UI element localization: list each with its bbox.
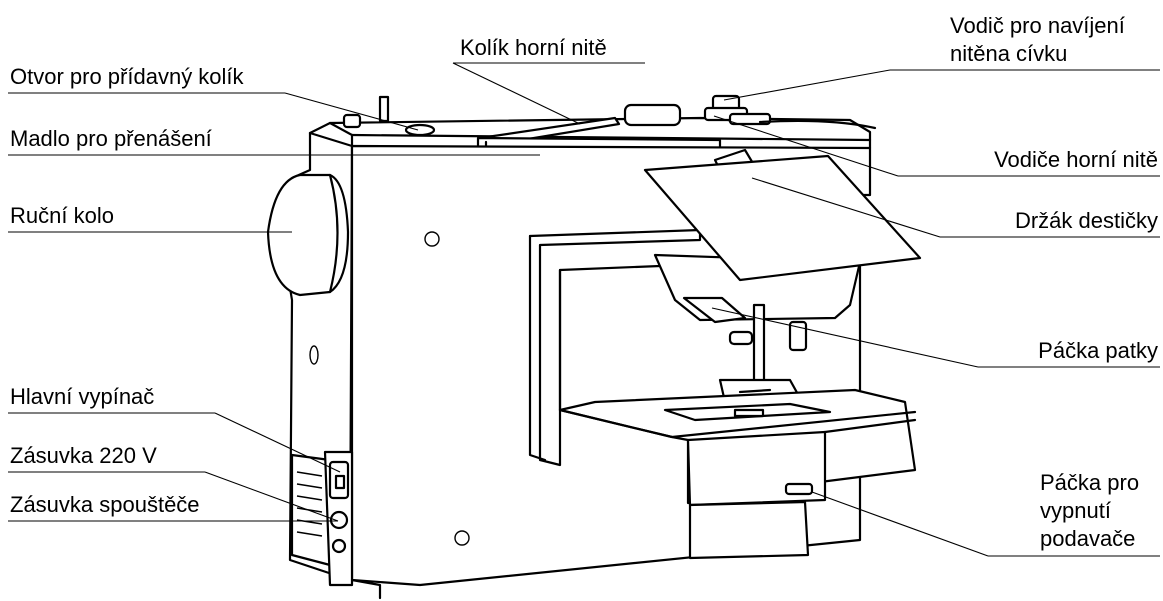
label-bobbin-winder-line2: nitěna cívku	[950, 41, 1068, 66]
socket-220v	[329, 510, 349, 530]
plate	[643, 154, 922, 282]
label-socket-220v: Zásuvka 220 V	[10, 443, 157, 468]
handwheel	[266, 173, 350, 297]
auxiliary-pin-hole	[404, 123, 436, 137]
presser-foot-lever	[682, 296, 747, 324]
label-top-thread-pin: Kolík horní nitě	[460, 35, 607, 60]
side-panel	[290, 450, 382, 600]
screw-icon	[424, 231, 440, 247]
screw-icon	[454, 530, 470, 546]
label-power-switch: Hlavní vypínač	[10, 384, 155, 409]
free-arm-bed	[558, 388, 917, 560]
label-presser-foot-lever: Páčka patky	[1038, 338, 1158, 363]
label-carry-handle: Madlo pro přenášení	[10, 126, 212, 151]
label-feed-lever-line1: Páčka pro	[1040, 470, 1140, 495]
label-feed-lever-line2: vypnutí	[1040, 498, 1111, 523]
label-handwheel: Ruční kolo	[10, 203, 114, 228]
pedal-socket	[331, 538, 347, 554]
label-upper-thread-guides: Vodiče horní nitě	[994, 147, 1158, 172]
label-auxiliary-pin-hole: Otvor pro přídavný kolík	[10, 64, 244, 89]
label-plate-holder: Držák destičky	[1014, 208, 1158, 233]
label-feed-lever-line3: podavače	[1040, 526, 1136, 551]
label-bobbin-winder-line1: Vodič pro navíjení	[950, 13, 1125, 38]
leader-lines	[8, 62, 1160, 557]
label-pedal-socket: Zásuvka spouštěče	[10, 492, 200, 517]
feed-lever	[784, 482, 814, 496]
bobbin-winder	[703, 94, 877, 130]
